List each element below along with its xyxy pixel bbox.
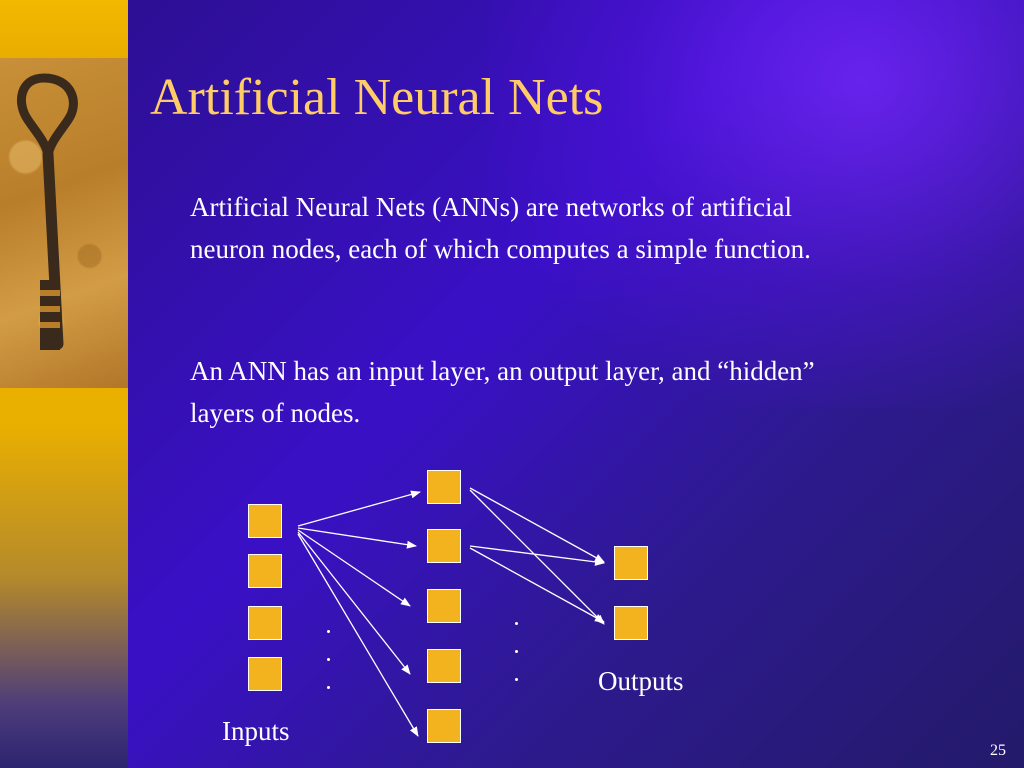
input-node-4 [248, 657, 282, 691]
edge-hidden1-output2 [469, 489, 605, 625]
ellipsis-dot-right-3 [515, 678, 518, 681]
outputs-label: Outputs [598, 666, 684, 696]
input-node-3 [248, 606, 282, 640]
slide-title: Artificial Neural Nets [150, 69, 604, 126]
paragraph-definition: Artificial Neural Nets (ANNs) are networ… [190, 192, 811, 264]
key-photo [0, 58, 128, 388]
edge-hidden1-output1 [469, 487, 605, 563]
hidden-node-3 [427, 589, 461, 623]
key-icon [16, 73, 78, 350]
edge-input-hidden-1 [297, 490, 421, 527]
ellipsis-dot-right-1 [515, 622, 518, 625]
edge-hidden2-output1 [469, 545, 605, 566]
output-node-2 [614, 606, 648, 640]
input-node-2 [248, 554, 282, 588]
hidden-node-2 [427, 529, 461, 563]
hidden-node-4 [427, 649, 461, 683]
ellipsis-dot-left-1 [327, 630, 330, 633]
paragraph-layers: An ANN has an input layer, an output lay… [190, 356, 815, 428]
edge-input-hidden-2 [297, 527, 417, 549]
output-node-1 [614, 546, 648, 580]
hidden-node-5 [427, 709, 461, 743]
background-glow [488, 0, 1024, 408]
edge-input-hidden-4 [297, 531, 411, 675]
input-node-1 [248, 504, 282, 538]
page-number: 25 [990, 742, 1006, 759]
ellipsis-dot-right-2 [515, 650, 518, 653]
edge-hidden2-output2 [469, 547, 605, 623]
edge-input-hidden-3 [297, 529, 411, 607]
edge-input-hidden-5 [297, 533, 419, 737]
hidden-node-1 [427, 470, 461, 504]
ellipsis-dot-left-2 [327, 658, 330, 661]
inputs-label: Inputs [222, 716, 290, 746]
sidebar-band [0, 0, 128, 768]
ellipsis-dot-left-3 [327, 686, 330, 689]
sidebar-top-block [0, 0, 128, 58]
